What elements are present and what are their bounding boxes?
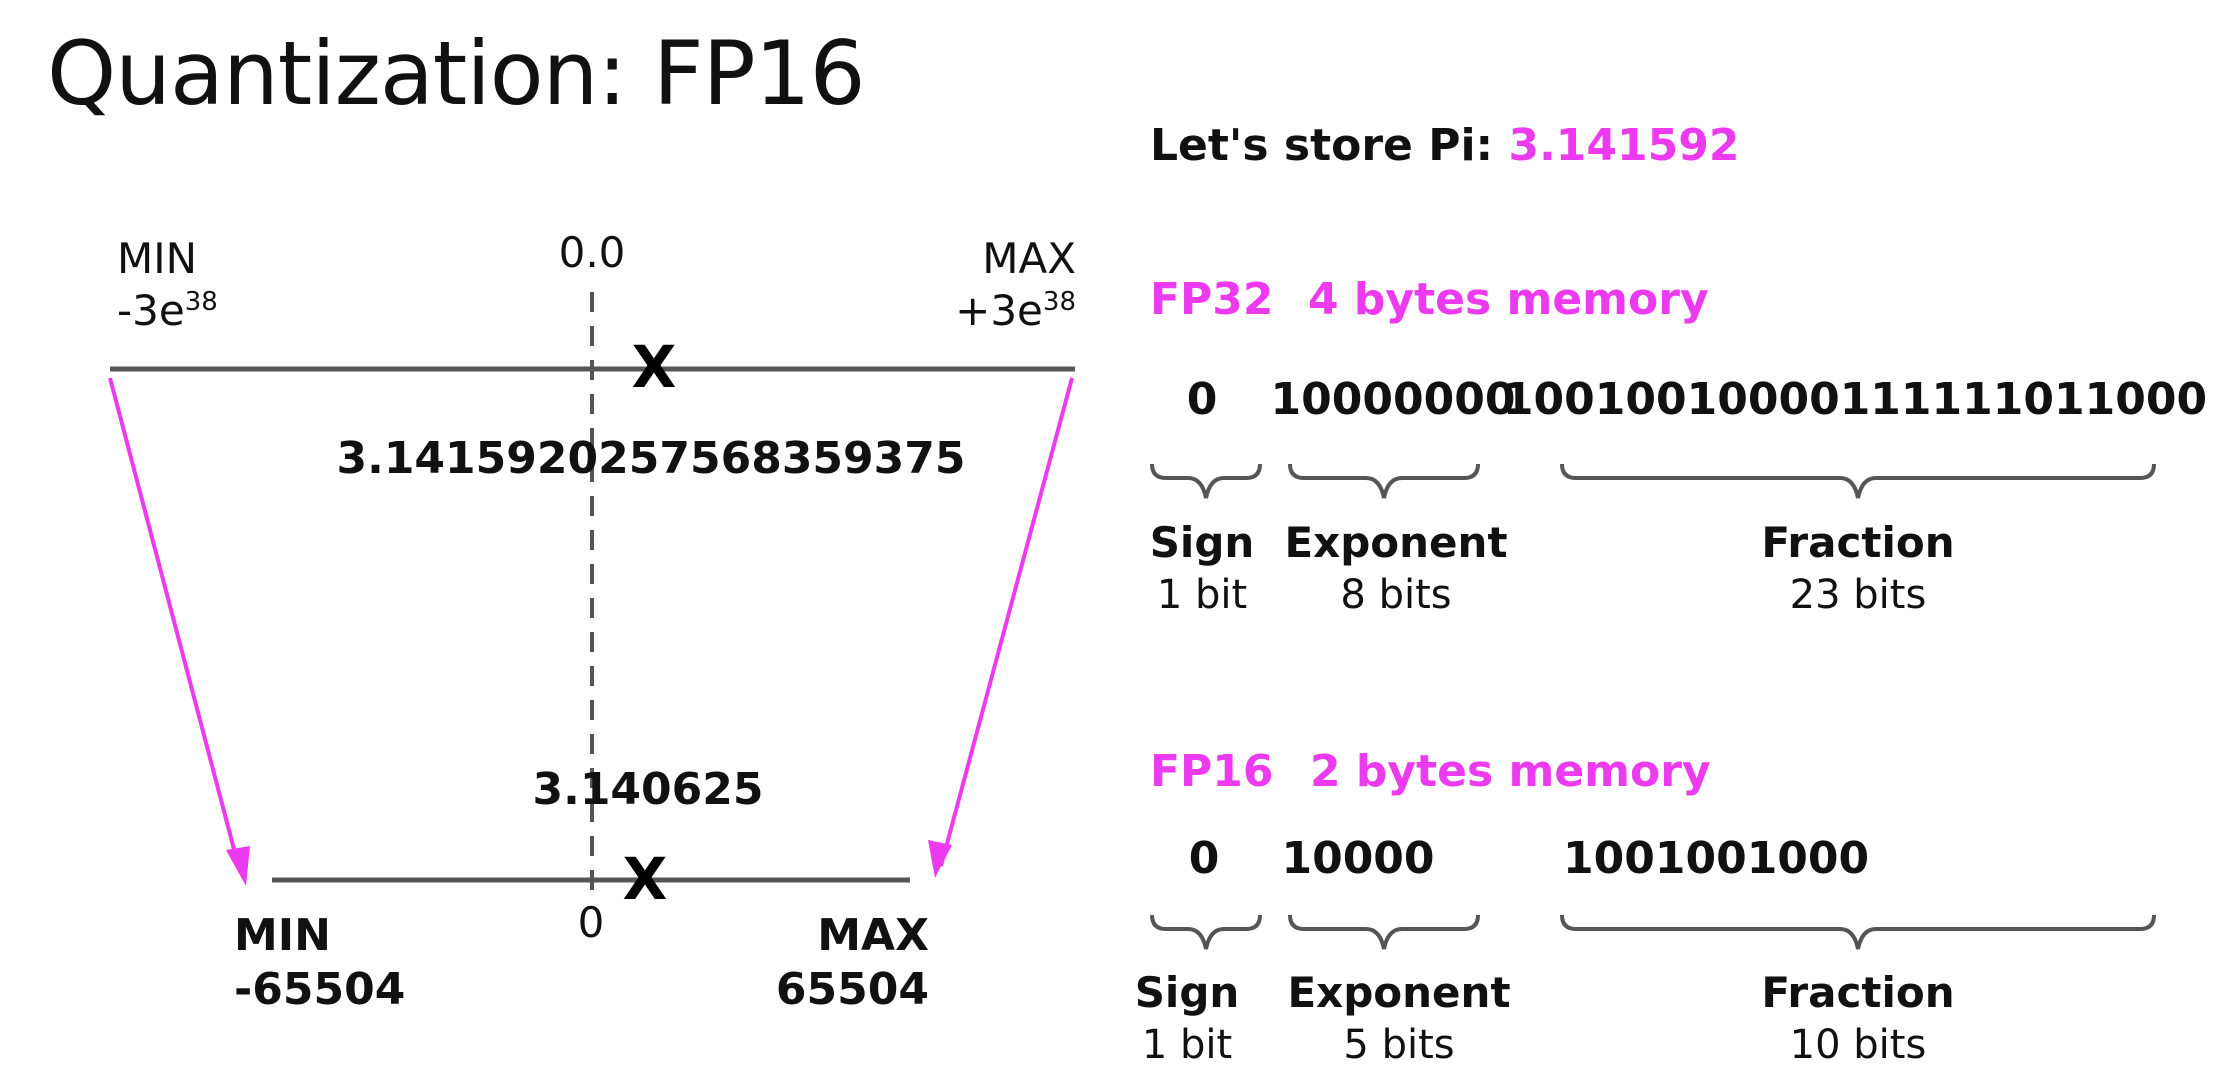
store-pi-value: 3.141592 (1508, 120, 1740, 171)
fp32-sign-name: Sign (1149, 518, 1255, 567)
fp16-exponent-size: 5 bits (1343, 1022, 1455, 1068)
max-mapping-arrow (939, 377, 1074, 867)
fp16-min-label: MIN (234, 910, 331, 961)
fp32-stored-value: 3.1415920257568359375 (336, 433, 966, 484)
min-mapping-arrow (108, 377, 242, 873)
fp16-min-value: -65504 (234, 964, 406, 1015)
fp32-format-name: FP32 (1150, 274, 1274, 325)
fp32-min-value-exp: 38 (184, 287, 218, 317)
fp16-max-value: 65504 (775, 964, 929, 1015)
fp16-exponent-brace (1288, 914, 1480, 950)
fp32-max-value-base: +3e (955, 286, 1043, 335)
fp32-max-label: MAX (982, 234, 1076, 283)
fp32-exponent-bits: 10000000 (1270, 374, 1516, 425)
fp16-fraction-brace (1560, 914, 2156, 950)
page-title: Quantization: FP16 (47, 22, 866, 125)
fp32-min-value-base: -3e (117, 286, 185, 335)
store-pi-prefix: Let's store Pi: (1150, 120, 1509, 171)
fp16-memory-size: 2 bytes memory (1310, 746, 1711, 797)
fp32-zero-label: 0.0 (558, 228, 626, 277)
fp32-fraction-bits: 10010010000111111011000 (1502, 374, 2208, 425)
fp16-sign-bits: 0 (1188, 833, 1220, 884)
fp32-max-value-exp: 38 (1042, 287, 1076, 317)
fp16-exponent-bits: 10000 (1281, 833, 1435, 884)
fp16-pi-marker: X (622, 845, 668, 913)
max-arrowhead-icon (928, 840, 952, 878)
fp16-exponent-name: Exponent (1287, 968, 1511, 1017)
fp32-sign-brace (1150, 463, 1262, 499)
store-pi-line: Let's store Pi: 3.141592 (1150, 120, 1739, 171)
fp32-pi-marker: X (631, 333, 677, 401)
fp32-fraction-name: Fraction (1761, 518, 1955, 567)
fp32-memory-size: 4 bytes memory (1308, 274, 1709, 325)
fp16-zero-label: 0 (577, 898, 605, 947)
fp16-format-name: FP16 (1150, 746, 1274, 797)
fp32-exponent-size: 8 bits (1340, 572, 1452, 618)
fp16-fraction-bits: 1001001000 (1563, 833, 1870, 884)
fp32-sign-bits: 0 (1186, 374, 1218, 425)
fp16-sign-size: 1 bit (1141, 1022, 1233, 1068)
fp16-sign-brace (1150, 914, 1262, 950)
fp16-fraction-size: 10 bits (1789, 1022, 1927, 1068)
fp16-fraction-name: Fraction (1761, 968, 1955, 1017)
fp16-sign-name: Sign (1134, 968, 1240, 1017)
fp32-exponent-brace (1288, 463, 1480, 499)
fp16-stored-value: 3.140625 (532, 764, 764, 815)
fp32-sign-size: 1 bit (1156, 572, 1248, 618)
fp32-exponent-name: Exponent (1284, 518, 1508, 567)
fp16-max-label: MAX (817, 910, 929, 961)
fp32-min-value: -3e38 (117, 286, 218, 335)
fp32-max-value: +3e38 (955, 286, 1076, 335)
fp32-min-label: MIN (117, 234, 198, 283)
fp32-fraction-brace (1560, 463, 2156, 499)
min-arrowhead-icon (226, 846, 250, 886)
fp32-fraction-size: 23 bits (1789, 572, 1927, 618)
